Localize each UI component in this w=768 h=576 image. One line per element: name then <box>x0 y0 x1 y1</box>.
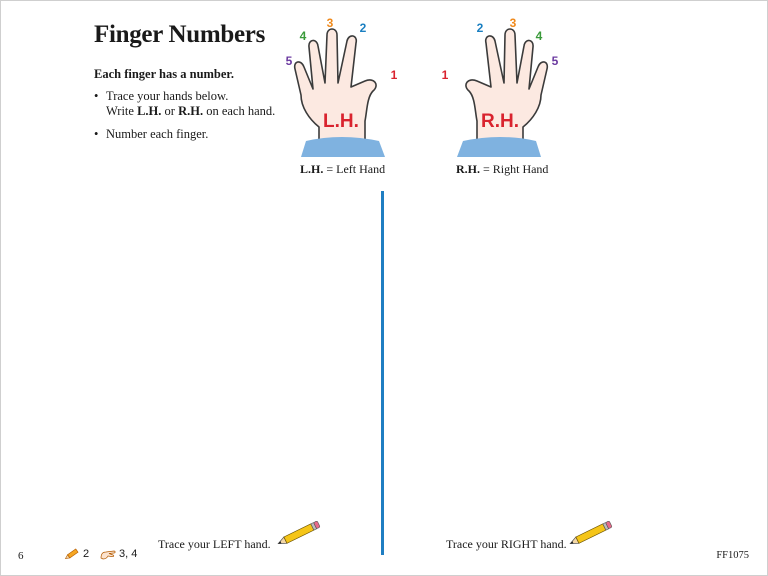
trace-right-label: Trace your RIGHT hand. <box>446 537 567 551</box>
left-hand-icon: L.H. 1 2 3 4 5 <box>286 16 398 157</box>
pencil-icon <box>569 521 613 545</box>
hand-reference: 3, 4 <box>99 547 137 561</box>
instruction-trace: Trace your hands below. Write L.H. or R.… <box>94 89 275 119</box>
right-hand-icon: R.H. 1 2 3 4 5 <box>442 16 559 157</box>
left-hand-illustration: L.H. 1 2 3 4 5 <box>281 15 406 160</box>
right-finger-1-number: 1 <box>442 68 449 82</box>
right-finger-4-number: 4 <box>536 29 543 43</box>
right-finger-5-number: 5 <box>552 54 559 68</box>
pencil-icon <box>64 548 79 559</box>
right-hand-label: R.H. <box>481 111 519 132</box>
catalog-code: FF1075 <box>716 550 749 561</box>
instruction-list: Trace your hands below. Write L.H. or R.… <box>94 89 275 142</box>
left-finger-4-number: 4 <box>300 29 307 43</box>
trace-left-label: Trace your LEFT hand. <box>158 537 271 551</box>
left-finger-5-number: 5 <box>286 54 293 68</box>
subtitle: Each finger has a number. <box>94 67 234 81</box>
left-hand-caption: L.H. = Left Hand <box>300 162 386 176</box>
right-finger-3-number: 3 <box>510 16 517 30</box>
left-finger-3-number: 3 <box>327 16 334 30</box>
right-hand-caption: R.H. = Right Hand <box>456 162 549 176</box>
pencil-reference: 2 <box>63 547 89 561</box>
page-title: Finger Numbers <box>94 21 266 48</box>
pencil-icon <box>277 521 321 545</box>
instruction-number: Number each finger. <box>94 127 275 142</box>
hand-icon <box>100 550 116 560</box>
left-finger-1-number: 1 <box>391 68 398 82</box>
right-hand-illustration: R.H. 1 2 3 4 5 <box>436 15 561 160</box>
left-finger-2-number: 2 <box>360 21 367 35</box>
page-number: 6 <box>18 550 24 562</box>
center-divider <box>381 191 384 555</box>
right-finger-2-number: 2 <box>477 21 484 35</box>
left-hand-label: L.H. <box>323 111 359 132</box>
